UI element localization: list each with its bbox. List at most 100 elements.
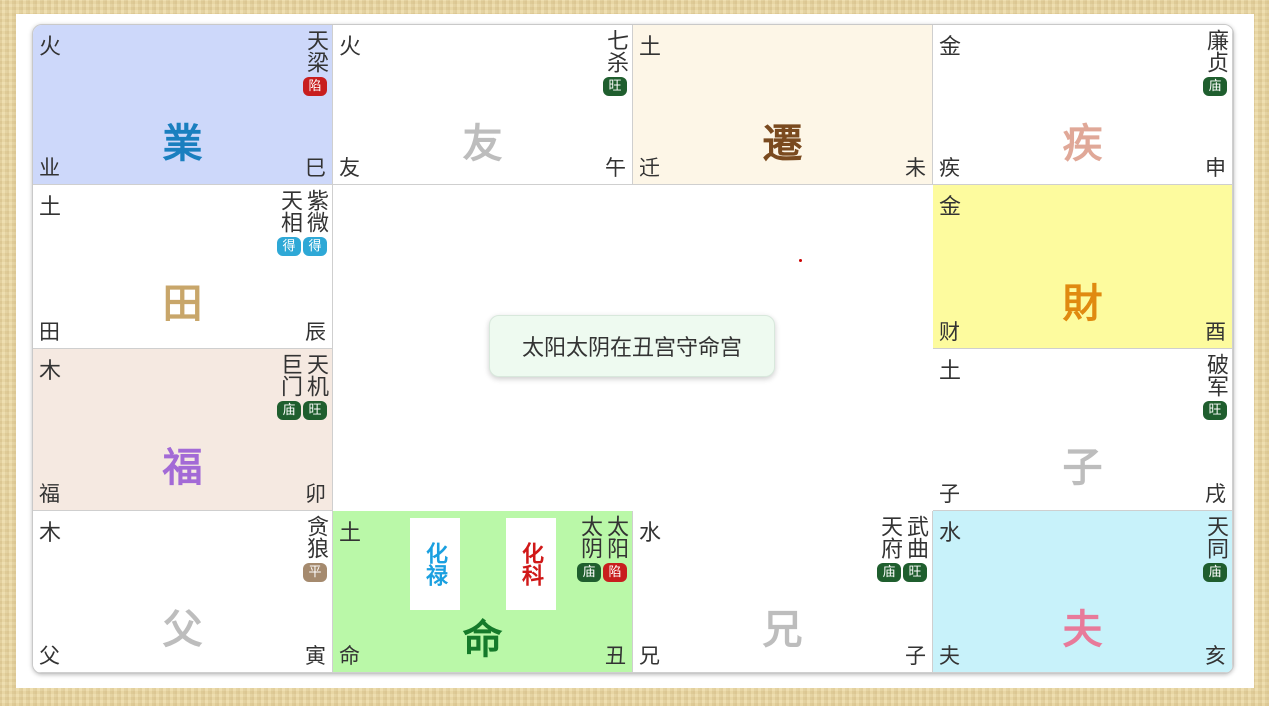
palace-abbr: 子 [939,482,960,506]
star[interactable]: 天同庙 [1202,515,1228,582]
brightness-badge: 旺 [303,401,327,420]
star[interactable]: 紫微得 [302,189,328,256]
brightness-badge: 庙 [877,563,901,582]
palace-qian[interactable]: 土迁 未 遷 [633,25,933,185]
star-group: 太阳陷太阴庙 [576,515,628,582]
brightness-badge: 旺 [903,563,927,582]
brightness-badge: 庙 [1203,563,1227,582]
hua-label: 化禄 [422,542,448,586]
palace-element: 土 [939,359,962,384]
star[interactable]: 破军旺 [1202,353,1228,420]
hua-label: 化科 [518,542,544,586]
star[interactable]: 武曲旺 [902,515,928,582]
star-name: 巨门 [277,353,302,397]
star-name: 太阳 [603,515,628,559]
palace-fuqi[interactable]: 水夫亥夫天同庙 [933,511,1233,673]
star[interactable]: 太阴庙 [576,515,602,582]
palace-ji[interactable]: 金疾申疾廉贞庙 [933,25,1233,185]
palace-name-big: 福 [162,444,203,491]
brightness-badge: 陷 [303,77,327,96]
palace-name-big: 業 [162,120,203,167]
brightness-badge: 平 [303,563,327,582]
palace-branch: 午 [605,156,626,180]
palace-name-big: 命 [462,616,503,663]
palace-abbr: 福 [39,482,60,506]
star-name: 紫微 [303,189,328,233]
palace-branch: 辰 [305,320,326,344]
star-name: 天机 [303,353,328,397]
star-name: 天府 [877,515,902,559]
palace-element: 水 [639,521,662,546]
palace-name-big: 友 [462,120,503,167]
star-name: 太阴 [577,515,602,559]
palace-cai[interactable]: 金财酉財 [933,185,1233,349]
palace-branch: 巳 [305,156,326,180]
star[interactable]: 天机旺 [302,353,328,420]
star[interactable]: 天梁陷 [302,29,328,96]
palace-ming[interactable]: 土命丑命太阳陷太阴庙化禄化科 [333,511,633,673]
star-group: 紫微得天相得 [276,189,328,256]
brightness-badge: 庙 [1203,77,1227,96]
star[interactable]: 廉贞庙 [1202,29,1228,96]
red-dot [799,259,802,262]
palace-you[interactable]: 火友午友七杀旺 [333,25,633,185]
brightness-badge: 旺 [1203,401,1227,420]
palace-abbr: 田 [39,320,60,344]
palace-name-big: 父 [162,606,203,653]
star[interactable]: 太阳陷 [602,515,628,582]
palace-branch: 亥 [1205,644,1226,668]
palace-abbr: 财 [939,320,960,344]
palace-branch: 申 [1205,156,1226,180]
palace-abbr: 疾 [939,156,960,180]
star[interactable]: 天相得 [276,189,302,256]
star-name: 武曲 [903,515,928,559]
palace-ye[interactable]: 火业 巳 業 天梁陷 [33,25,333,185]
palace-abbr: 兄 [639,644,660,668]
star-group: 武曲旺天府庙 [876,515,928,582]
palace-branch: 丑 [605,644,626,668]
palace-branch: 子 [905,644,926,668]
palace-name-big: 夫 [1062,606,1103,653]
palace-name-big: 遷 [762,120,803,167]
palace-fu[interactable]: 木福卯福天机旺巨门庙 [33,349,333,511]
star[interactable]: 七杀旺 [602,29,628,96]
hua-box[interactable]: 化禄 [410,518,460,610]
palace-element: 土 [639,35,662,60]
palace-name-big: 疾 [1062,120,1103,167]
palace-name-big: 田 [162,280,203,327]
star-group: 廉贞庙 [1202,29,1228,96]
ziwei-chart-board: 太阳太阴在丑宫守命宫 火业巳業天梁陷火友午友七杀旺土迁未遷金疾申疾廉贞庙土田辰田… [32,24,1234,674]
palace-abbr: 友 [339,156,360,180]
star-name: 廉贞 [1203,29,1228,73]
palace-element: 金 [939,35,962,60]
palace-tian[interactable]: 土田辰田紫微得天相得 [33,185,333,349]
palace-xiong[interactable]: 水兄子兄武曲旺天府庙 [633,511,933,673]
star-group: 贪狼平 [302,515,328,582]
star-group: 天梁陷 [302,29,328,96]
star-name: 七杀 [603,29,628,73]
hua-box[interactable]: 化科 [506,518,556,610]
star-name: 天梁 [303,29,328,73]
star-name: 天相 [277,189,302,233]
palace-abbr: 迁 [639,156,660,180]
palace-abbr: 父 [39,644,60,668]
palace-branch: 寅 [305,644,326,668]
palace-fu2[interactable]: 木父寅父贪狼平 [33,511,333,673]
palace-abbr: 业 [39,156,60,180]
star[interactable]: 天府庙 [876,515,902,582]
star-name: 天同 [1203,515,1228,559]
palace-element: 火 [39,35,62,60]
center-panel: 太阳太阴在丑宫守命宫 [333,185,933,509]
star[interactable]: 贪狼平 [302,515,328,582]
palace-element: 木 [39,359,62,384]
palace-branch: 酉 [1205,320,1226,344]
palace-element: 土 [39,195,62,220]
star-name: 破军 [1203,353,1228,397]
palace-name-big: 兄 [762,606,803,653]
brightness-badge: 庙 [577,563,601,582]
center-info-pill[interactable]: 太阳太阴在丑宫守命宫 [489,315,775,377]
palace-branch: 未 [905,156,926,180]
palace-zi[interactable]: 土子戌子破军旺 [933,349,1233,511]
star[interactable]: 巨门庙 [276,353,302,420]
palace-element: 火 [339,35,362,60]
